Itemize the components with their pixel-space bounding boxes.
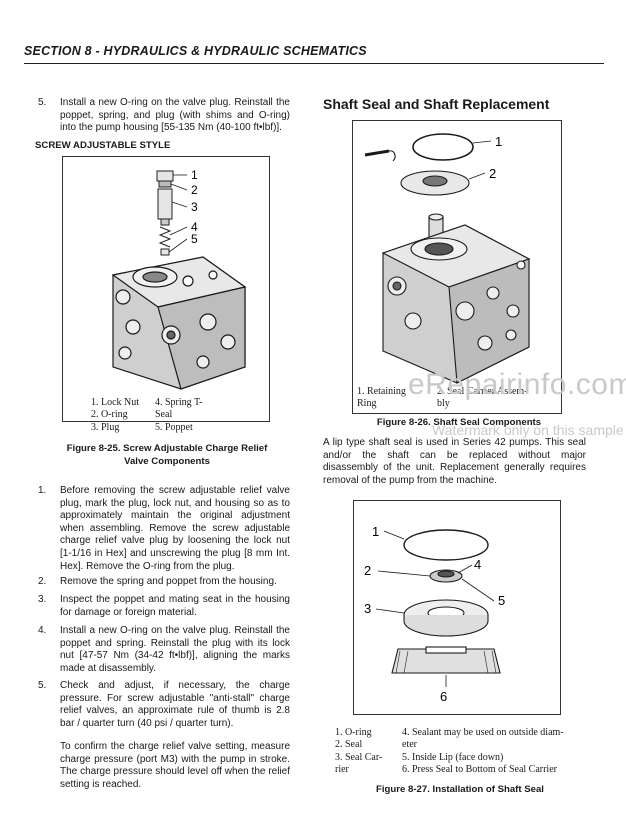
poppet-part: [160, 248, 170, 256]
fig25-legend-col1: 1. Lock Nut 2. O-ring 3. Plug: [91, 397, 140, 433]
figure-8-27-frame: 1 2 3 4 5 6: [353, 500, 561, 715]
fig27-legend-col1: 1. O-ring 2. Seal 3. Seal Car- rier: [335, 727, 383, 776]
fig25-legend-col2: 4. Spring T- Seal 5. Poppet: [155, 397, 203, 433]
shaft-seal-illustration: 1 2: [364, 133, 531, 384]
step-text: Install a new O-ring on the valve plug. …: [60, 97, 290, 134]
subheading-screw-adjustable: SCREW ADJUSTABLE STYLE: [35, 140, 171, 151]
step-1: 1. Before removing the screw adjustable …: [38, 485, 290, 572]
figure-8-25-caption: Figure 8-25. Screw Adjustable Charge Rel…: [66, 443, 268, 467]
fig27-callout-3: 3: [364, 601, 371, 616]
figure-8-26-caption: Figure 8-26. Shaft Seal Components: [376, 417, 542, 428]
fig25-callout-3: 3: [191, 200, 198, 214]
retaining-ring-part: [412, 133, 474, 161]
fig27-callout-4: 4: [474, 557, 481, 572]
figure-8-25-frame: 1 2 3 4 5 1. Lock Nut 2. O-ring 3. Plug …: [62, 156, 270, 433]
lip-seal-paragraph: A lip type shaft seal is used in Series …: [323, 437, 586, 486]
fig27-callout-2: 2: [364, 563, 371, 578]
fig25-callout-1: 1: [191, 168, 198, 182]
plug-part: [157, 188, 173, 220]
fig27-legend-col2: 4. Sealant may be used on outside diam- …: [402, 727, 564, 776]
o-ring-disk: [403, 529, 489, 561]
fig26-callout-2: 2: [489, 166, 496, 181]
step-2: 2. Remove the spring and poppet from the…: [38, 576, 277, 587]
step-3: 3. Inspect the poppet and mating seat in…: [38, 594, 290, 618]
fig27-callout-6: 6: [440, 689, 447, 704]
spring-part: [158, 226, 172, 248]
o-ring-part: [158, 180, 172, 188]
section-header: SECTION 8 - HYDRAULICS & HYDRAULIC SCHEM…: [24, 44, 367, 58]
fig26-legend-col2: 2. Seal Carrier Assem- bly: [437, 386, 528, 410]
fig27-callout-5: 5: [498, 593, 505, 608]
fig26-callout-1: 1: [495, 134, 502, 149]
step-5: 5. Check and adjust, if necessary, the c…: [38, 680, 290, 729]
shaft-seal-heading: Shaft Seal and Shaft Replacement: [323, 96, 550, 112]
fig25-callout-2: 2: [191, 183, 198, 197]
step-5-top: 5. Install a new O-ring on the valve plu…: [38, 97, 290, 135]
watermark-site: eRepairinfo.com: [408, 368, 626, 401]
figure-8-27-caption: Figure 8-27. Installation of Shaft Seal: [376, 784, 544, 795]
lock-nut-part: [156, 170, 174, 182]
fig27-callout-1: 1: [372, 524, 379, 539]
header-rule: [24, 63, 604, 64]
fig25-callout-5: 5: [191, 232, 198, 246]
watermark-note: Watermark only on this sample: [432, 422, 624, 438]
step-4: 4. Install a new O-ring on the valve plu…: [38, 625, 290, 674]
relief-valve-illustration: 1 2 3 4 5: [111, 168, 247, 390]
figure-8-26-frame: 1 2 1. Retaining Ring 2. Seal Carrier As…: [352, 120, 562, 414]
confirm-paragraph: To confirm the charge relief valve setti…: [60, 741, 290, 790]
seal-installation-illustration: 1 2 3 4 5 6: [364, 524, 505, 704]
fig25-callout-4: 4: [191, 220, 198, 234]
step-number: 5.: [38, 97, 47, 108]
fig26-legend-col1: 1. Retaining Ring: [357, 386, 406, 410]
